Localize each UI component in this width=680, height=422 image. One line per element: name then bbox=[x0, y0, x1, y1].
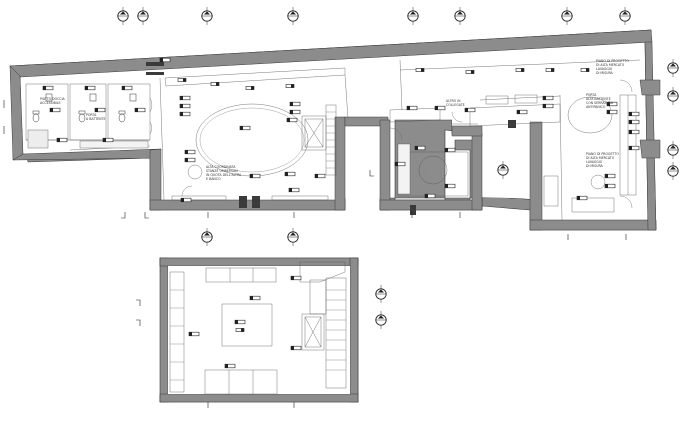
note-1: PORTA A BATTENTE bbox=[86, 113, 106, 121]
svg-text:STANZE UMBERSAN: STANZE UMBERSAN bbox=[206, 169, 238, 173]
note-4: ALTA COORDINATA STANZE UMBERSAN IN QUOTA… bbox=[206, 165, 242, 181]
note-3: PORTA ALTA BATTENTE CON SERRATURA ANTIPA… bbox=[586, 93, 614, 109]
basement-interior bbox=[168, 261, 350, 395]
wc-icon bbox=[32, 93, 137, 123]
outer-wall bbox=[9, 29, 661, 231]
svg-text:COLLEGATE: COLLEGATE bbox=[446, 103, 465, 107]
door-swing-icon bbox=[149, 79, 633, 209]
svg-text:PIATTO DOCCIA: PIATTO DOCCIA bbox=[40, 97, 66, 101]
ground-floor-partitions bbox=[25, 59, 641, 221]
svg-text:IN QUOTA DELL'ALTRA: IN QUOTA DELL'ALTRA bbox=[206, 173, 242, 177]
svg-text:ALTA BATTENTE: ALTA BATTENTE bbox=[586, 97, 611, 101]
svg-text:DI ALTA MERCATO: DI ALTA MERCATO bbox=[586, 156, 615, 160]
svg-text:DI MISURA: DI MISURA bbox=[596, 71, 614, 75]
svg-text:ALTA COORDINATA: ALTA COORDINATA bbox=[206, 165, 236, 169]
svg-text:ANTIPANICO: ANTIPANICO bbox=[586, 105, 606, 109]
section-ticks bbox=[3, 100, 627, 408]
note-5: ALTRO IN COLLEGATE bbox=[446, 99, 465, 107]
svg-text:DI MISURA: DI MISURA bbox=[586, 164, 604, 168]
svg-text:ALTRO IN: ALTRO IN bbox=[446, 99, 461, 103]
svg-text:PIANO DI PROGETTO: PIANO DI PROGETTO bbox=[596, 59, 629, 63]
svg-text:LAVAGGIO: LAVAGGIO bbox=[596, 67, 613, 71]
note-7: PIANO DI PROGETTO DI ALTA MERCATO LAVAGG… bbox=[586, 152, 619, 168]
svg-text:PIANO DI PROGETTO: PIANO DI PROGETTO bbox=[586, 152, 619, 156]
note-6: PIANO DI PROGETTO DI ALTA MERCATO LAVAGG… bbox=[596, 59, 629, 75]
note-2: PIATTO DOCCIA ACCESSIBILE bbox=[40, 97, 66, 105]
svg-text:A BATTENTE: A BATTENTE bbox=[86, 117, 106, 121]
ground-floor-interior bbox=[21, 43, 647, 221]
svg-text:CON SERRATURA: CON SERRATURA bbox=[586, 101, 614, 105]
svg-text:E BANCO: E BANCO bbox=[206, 177, 221, 181]
svg-text:DI ALTA MERCATO: DI ALTA MERCATO bbox=[596, 63, 625, 67]
svg-text:ACCESSIBILE: ACCESSIBILE bbox=[40, 101, 61, 105]
svg-text:PORTA: PORTA bbox=[86, 113, 97, 117]
svg-text:LAVAGGIO: LAVAGGIO bbox=[586, 160, 603, 164]
svg-text:PORTA: PORTA bbox=[586, 93, 597, 97]
